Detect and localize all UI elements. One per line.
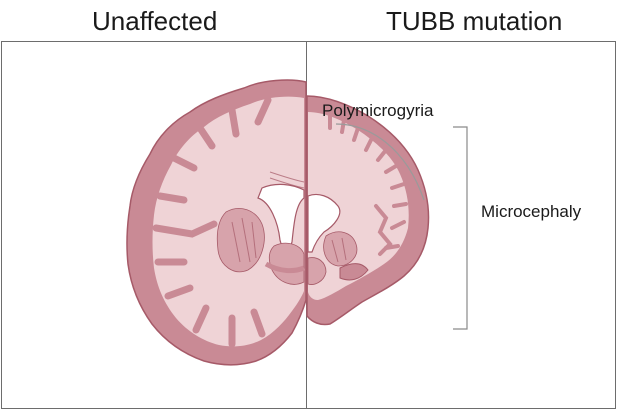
normal-ventricle bbox=[257, 183, 305, 249]
mutant-microgyri bbox=[328, 114, 408, 256]
microcephaly-bracket bbox=[453, 126, 468, 330]
microcephaly-label: Microcephaly bbox=[481, 202, 582, 221]
polymicrogyria-label: Polymicrogyria bbox=[322, 101, 434, 120]
mutant-ventricle bbox=[307, 193, 341, 253]
mutant-deep-nuclei bbox=[307, 231, 358, 285]
mutant-hemisphere bbox=[306, 95, 430, 326]
normal-sulci bbox=[152, 96, 272, 348]
unaffected-heading: Unaffected bbox=[92, 6, 218, 36]
tubb-mutation-heading: TUBB mutation bbox=[386, 6, 563, 36]
normal-hemisphere bbox=[126, 79, 307, 366]
polymicrogyria-arc bbox=[335, 123, 425, 201]
